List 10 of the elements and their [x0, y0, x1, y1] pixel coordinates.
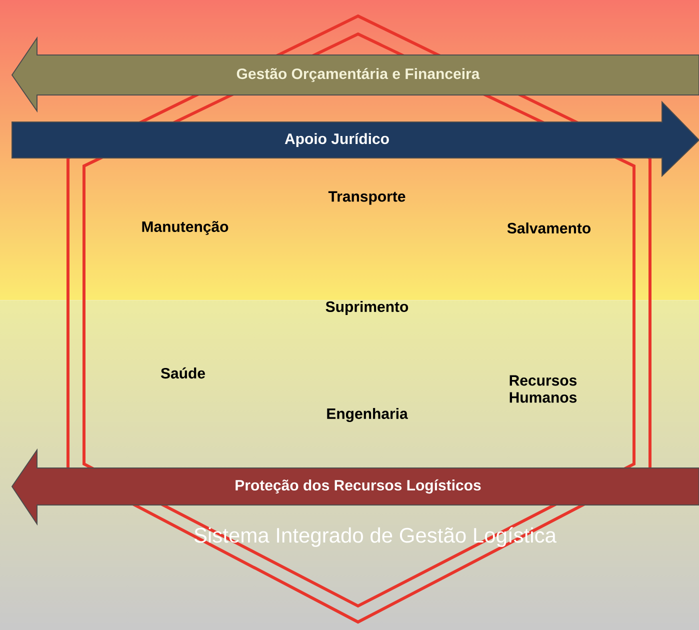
- band-label: Gestão Orçamentária e Financeira: [236, 68, 480, 82]
- function-label: Suprimento: [326, 301, 408, 315]
- function-label: Salvamento: [507, 222, 591, 234]
- band-label: Proteção dos Recursos Logísticos: [236, 479, 481, 494]
- function-label: Engenharia: [327, 408, 408, 422]
- function-label: Transporte: [328, 191, 406, 205]
- band-label: Apoio Jurídico: [284, 132, 389, 148]
- function-label: Saúde: [160, 367, 205, 379]
- function-label: Manutenção: [142, 221, 228, 235]
- function-label: Recursos Humanos: [510, 375, 577, 403]
